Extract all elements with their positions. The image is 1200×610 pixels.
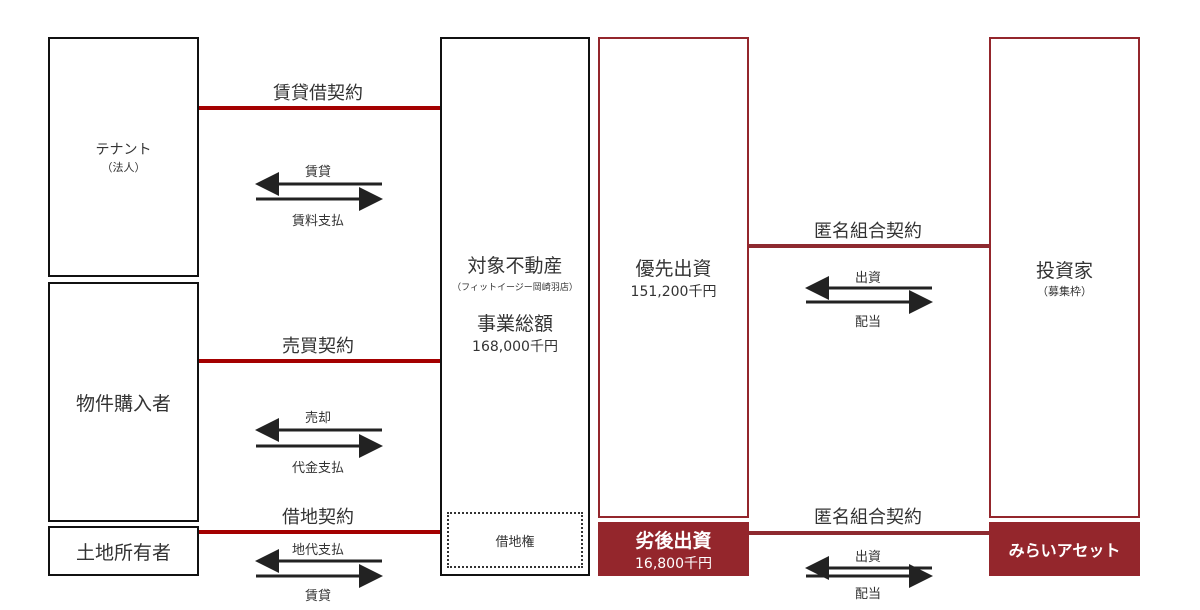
senior-value: 151,200千円 bbox=[630, 284, 717, 300]
subordinate-value: 16,800千円 bbox=[635, 555, 712, 572]
tk-top-right-label: 配当 bbox=[854, 315, 882, 330]
property-box: 対象不動産 （フィットイージー岡崎羽店） 事業総額 168,000千円 借地権 bbox=[440, 37, 590, 576]
lease-left-label: 賃貸 bbox=[304, 165, 332, 180]
buyer-box: 物件購入者 bbox=[48, 282, 199, 522]
land-contract-label: 借地契約 bbox=[282, 507, 354, 528]
landowner-box: 土地所有者 bbox=[48, 526, 199, 576]
total-label: 事業総額 bbox=[476, 313, 553, 335]
tenant-title: テナント bbox=[95, 142, 152, 158]
sale-right-label: 代金支払 bbox=[291, 461, 345, 476]
investor-box: 投資家 （募集枠） bbox=[989, 37, 1140, 518]
subordinate-title: 劣後出資 bbox=[635, 529, 712, 552]
tenant-box: テナント （法人） bbox=[48, 37, 199, 277]
land-right-label: 賃貸 bbox=[304, 589, 332, 604]
tk-contract-top-label: 匿名組合契約 bbox=[814, 221, 922, 242]
tenant-sub: （法人） bbox=[101, 161, 146, 174]
sale-contract-label: 売買契約 bbox=[282, 336, 354, 357]
subordinate-box: 劣後出資 16,800千円 bbox=[598, 522, 749, 576]
investor-sub: （募集枠） bbox=[1037, 285, 1092, 298]
tk-top-left-label: 出資 bbox=[854, 271, 882, 286]
buyer-title: 物件購入者 bbox=[75, 392, 171, 415]
leasehold-label: 借地権 bbox=[495, 534, 535, 550]
tk-contract-bottom-label: 匿名組合契約 bbox=[814, 507, 922, 528]
total-value: 168,000千円 bbox=[472, 339, 558, 355]
lease-right-label: 賃料支払 bbox=[291, 214, 345, 229]
leasehold-box: 借地権 bbox=[447, 512, 583, 568]
property-title: 対象不動産 bbox=[467, 255, 563, 277]
sale-left-label: 売却 bbox=[304, 411, 332, 426]
mirai-title: みらいアセット bbox=[1008, 541, 1121, 560]
tk-bottom-right-label: 配当 bbox=[854, 587, 882, 602]
lease-contract-label: 賃貸借契約 bbox=[273, 83, 363, 104]
tk-bottom-left-label: 出資 bbox=[854, 550, 882, 565]
senior-title: 優先出資 bbox=[635, 258, 712, 280]
property-sub: （フィットイージー岡崎羽店） bbox=[452, 283, 578, 293]
investor-title: 投資家 bbox=[1035, 260, 1093, 282]
mirai-box: みらいアセット bbox=[989, 522, 1140, 576]
senior-box: 優先出資 151,200千円 bbox=[598, 37, 749, 518]
land-left-label: 地代支払 bbox=[291, 543, 345, 558]
landowner-title: 土地所有者 bbox=[75, 541, 171, 564]
